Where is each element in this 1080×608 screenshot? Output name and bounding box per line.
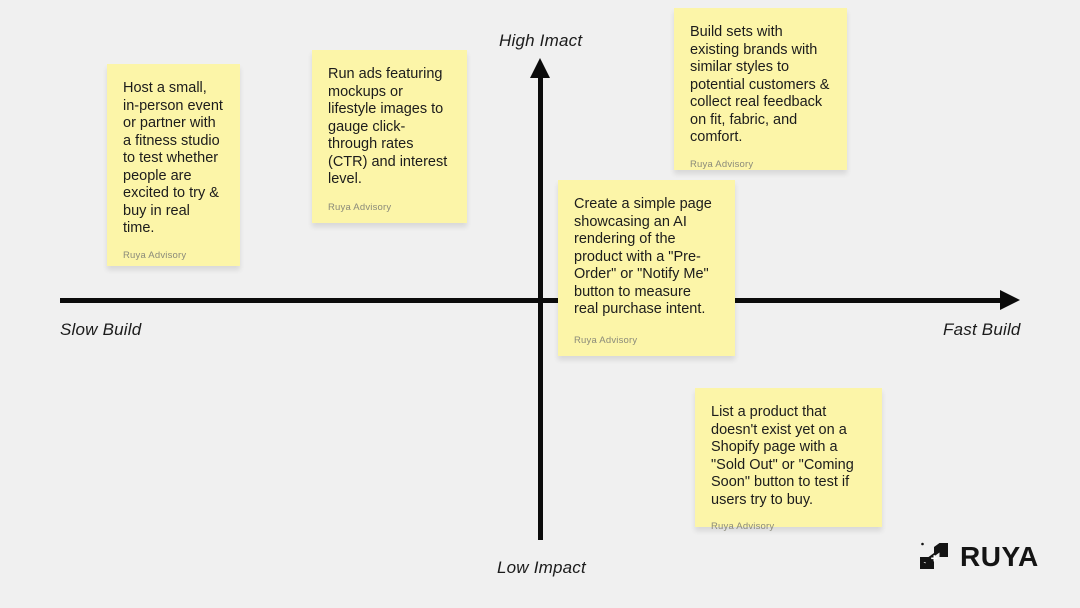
horizontal-axis-line [60,298,1008,303]
sticky-note-attribution: Ruya Advisory [574,335,638,346]
axis-label-high-impact: High Imact [499,31,583,50]
vertical-axis-arrowhead-icon [530,58,550,78]
sticky-note[interactable]: List a product that doesn't exist yet on… [695,388,882,532]
sticky-note-text: List a product that doesn't exist yet on… [711,404,858,508]
sticky-note-attribution: Ruya Advisory [711,521,775,532]
ruya-logo: RUYA [917,540,1039,574]
sticky-note[interactable]: Run ads featuring mockups or lifestyle i… [312,50,467,223]
axis-label-slow-build: Slow Build [60,320,142,339]
sticky-note-attribution: Ruya Advisory [328,202,392,213]
vertical-axis-line [538,66,543,540]
axis-label-fast-build: Fast Build [943,320,1021,339]
sticky-note-attribution: Ruya Advisory [123,249,187,261]
horizontal-axis-arrowhead-icon [1000,290,1020,310]
sticky-note[interactable]: Host a small, in-person event or partner… [107,64,240,266]
sticky-note[interactable]: Create a simple page showcasing an AI re… [558,180,735,356]
sticky-note[interactable]: Build sets with existing brands with sim… [674,8,847,170]
sticky-note-text: Create a simple page showcasing an AI re… [574,196,716,317]
sticky-note-text: Host a small, in-person event or partner… [123,80,227,236]
sticky-note-text: Run ads featuring mockups or lifestyle i… [328,66,452,187]
sticky-note-attribution: Ruya Advisory [690,158,754,170]
axis-label-low-impact: Low Impact [497,558,586,577]
ruya-logo-mark-icon [920,542,948,569]
ruya-logo-wordmark: RUYA [960,541,1039,572]
sticky-note-text: Build sets with existing brands with sim… [690,24,834,145]
